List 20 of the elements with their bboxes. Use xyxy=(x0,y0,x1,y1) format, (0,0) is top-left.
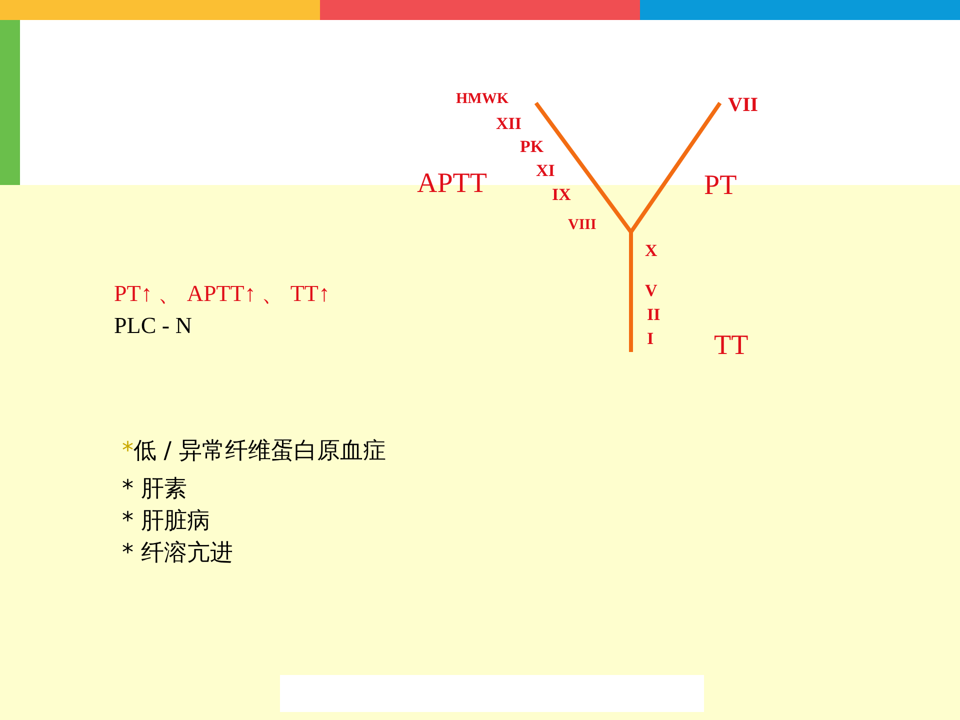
result-text: PLC - N xyxy=(114,314,192,337)
factor-label: HMWK xyxy=(456,92,508,107)
cause-list-item: *低 / 异常纤维蛋白原血症 xyxy=(122,440,386,463)
factor-label: PK xyxy=(520,138,544,155)
pathway-label: PT xyxy=(704,172,737,200)
factor-label: VIII xyxy=(568,218,596,233)
cause-list-item: * 纤溶亢进 xyxy=(122,542,233,565)
factor-label: X xyxy=(645,242,658,259)
result-text: PT↑ 、 APTT↑ 、 TT↑ xyxy=(114,282,330,305)
factor-label: V xyxy=(645,282,658,299)
cause-list-item: * 肝素 xyxy=(122,478,187,501)
factor-label: XII xyxy=(496,115,522,132)
factor-label: II xyxy=(647,306,660,323)
cause-list-item: * 肝脏病 xyxy=(122,510,210,533)
pathway-label: APTT xyxy=(417,170,487,198)
factor-label: I xyxy=(647,330,654,347)
factor-label: XI xyxy=(536,162,555,179)
factor-label: VII xyxy=(728,95,758,115)
factor-label: IX xyxy=(552,186,571,203)
pathway-label: TT xyxy=(714,332,748,360)
